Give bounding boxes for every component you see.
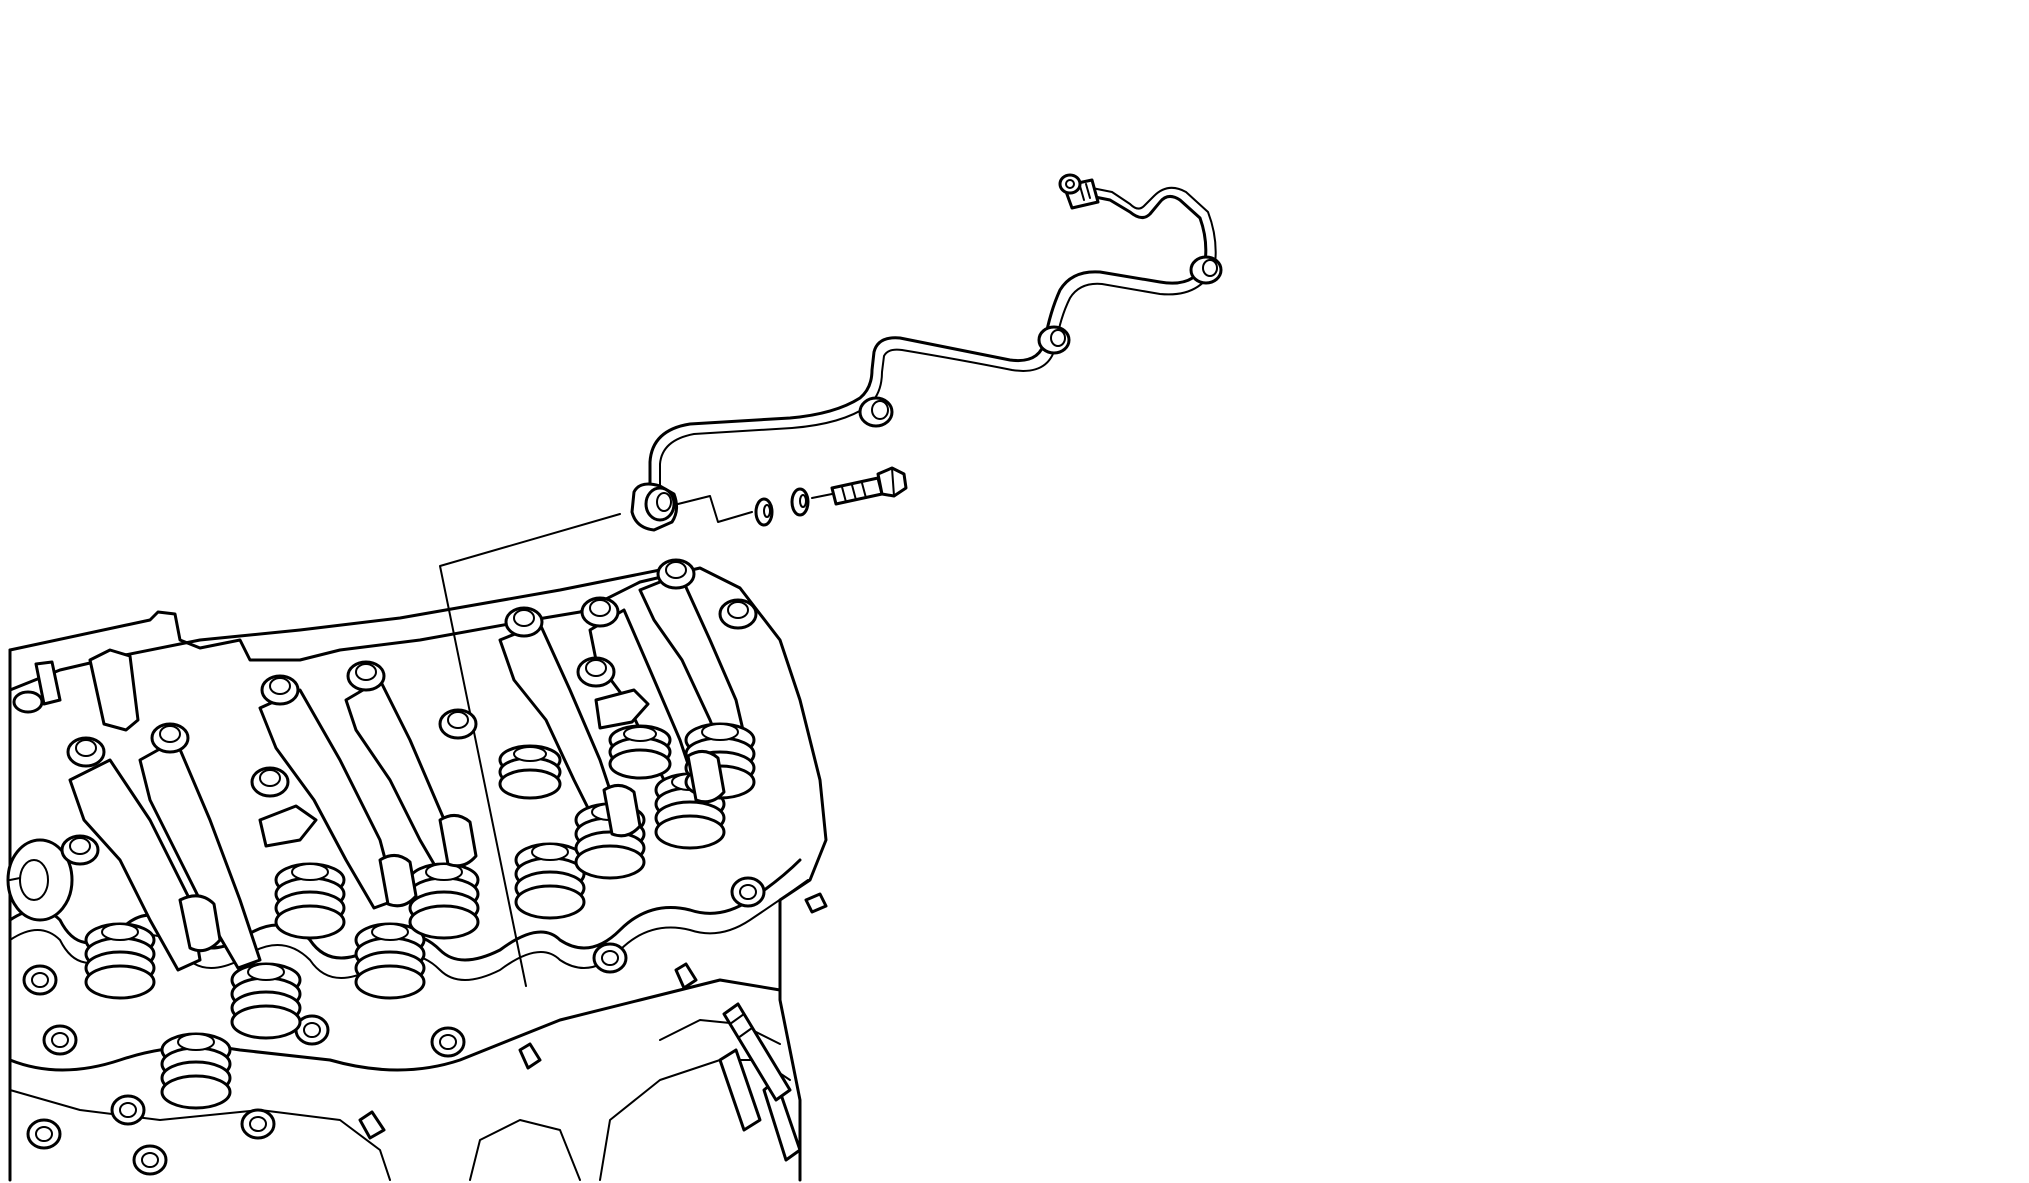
- banjo-bolt: [811, 466, 908, 506]
- sealing-washers: [754, 487, 810, 527]
- fuel-line-clips: [858, 255, 1223, 428]
- rocker-assembly: [250, 660, 472, 910]
- head-bolts: [22, 876, 766, 1176]
- leader-line: [439, 513, 621, 987]
- fuel-line-end-fitting: [1058, 173, 1100, 210]
- fuel-line: [648, 173, 1223, 490]
- alignment-line: [677, 495, 753, 523]
- banjo-fitting: [630, 482, 679, 532]
- rocker-arms: [60, 558, 758, 972]
- cylinder-head: [6, 558, 828, 1182]
- rocker-tips: [178, 750, 726, 953]
- studs: [358, 892, 828, 1162]
- rocker-assembly: [438, 596, 702, 830]
- rocker-assembly: [60, 722, 262, 972]
